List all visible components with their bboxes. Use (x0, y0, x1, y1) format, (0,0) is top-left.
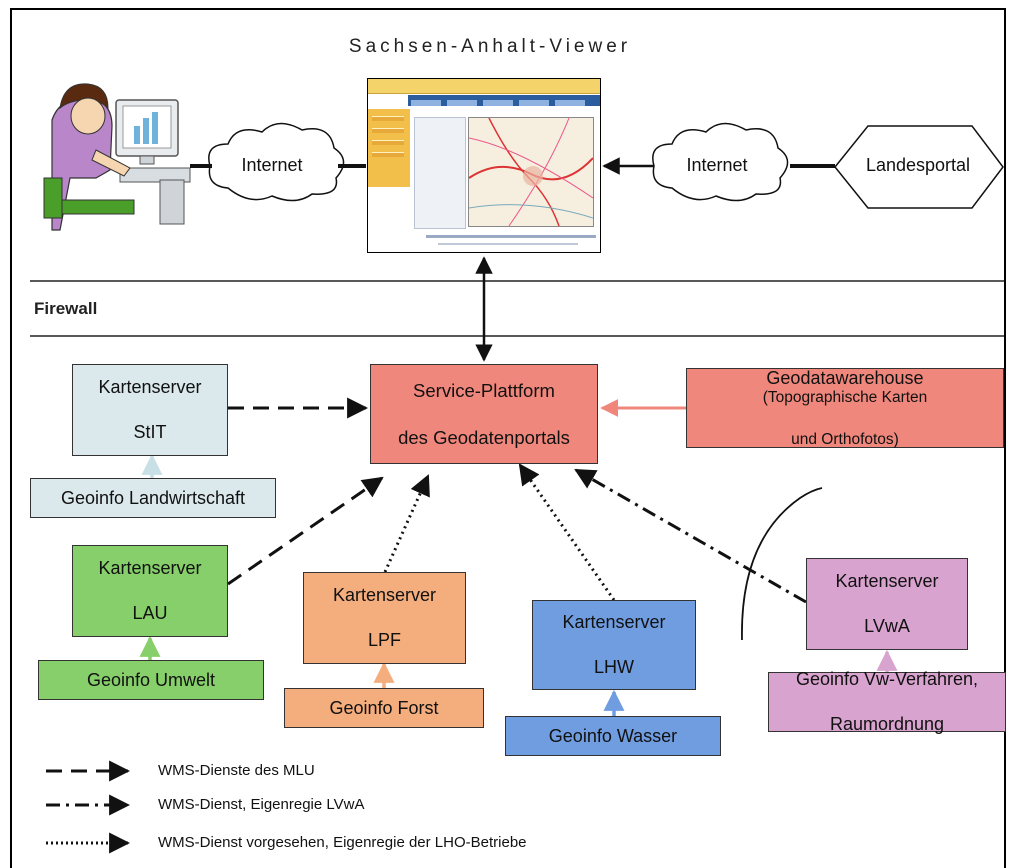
stit-line2: StIT (133, 422, 167, 443)
edge-lvwa-service (574, 468, 807, 604)
geoinfo-vwverfahren-node: Geoinfo Vw-Verfahren, Raumordnung (768, 669, 1006, 735)
lhw-line1: Kartenserver (562, 612, 666, 633)
geoinfo-wasser-node: Geoinfo Wasser (505, 716, 721, 756)
lpf-line2: LPF (367, 630, 401, 651)
service-platform-node: Service-Plattform des Geodatenportals (370, 364, 598, 464)
legend-label-dotted: WMS-Dienst vorgesehen, Eigenregie der LH… (158, 834, 527, 851)
boundary-curve (741, 487, 823, 641)
geodata-line2: (Topographische Karten (762, 389, 928, 407)
lhw-line2: LHW (593, 657, 634, 678)
geoinfo-forst-node: Geoinfo Forst (284, 688, 484, 728)
wasser-label: Geoinfo Wasser (548, 725, 678, 746)
landesportal-hexagon (834, 125, 1004, 209)
vwverfahren-line2: Raumordnung (829, 714, 945, 735)
user-computer-icon (43, 83, 191, 231)
stit-line1: Kartenserver (98, 377, 202, 398)
viewer-header-bar (368, 79, 600, 94)
kartenserver-lau-node: Kartenserver LAU (72, 545, 228, 637)
kartenserver-lhw-node: Kartenserver LHW (532, 600, 696, 690)
vwverfahren-line1: Geoinfo Vw-Verfahren, (795, 669, 979, 690)
viewer-sidebar (368, 109, 410, 187)
internet-label-right: Internet (686, 155, 748, 175)
viewer-layer-panel (414, 117, 466, 229)
service-line1: Service-Plattform (413, 380, 555, 402)
geodata-line1: Geodatawarehouse (766, 367, 924, 388)
viewer-footer-line (426, 235, 596, 238)
viewer-nav-bar (408, 95, 600, 106)
forst-label: Geoinfo Forst (329, 697, 439, 718)
lau-line2: LAU (132, 603, 168, 624)
internet-label-left: Internet (241, 155, 303, 175)
lau-line1: Kartenserver (98, 558, 202, 579)
diagram-title: Sachsen-Anhalt-Viewer (348, 36, 632, 57)
geoinfo-landwirtschaft-node: Geoinfo Landwirtschaft (30, 478, 276, 518)
lpf-line1: Kartenserver (332, 585, 437, 606)
viewer-map (468, 117, 594, 227)
service-line2: des Geodatenportals (398, 426, 570, 448)
internet-cloud-right (652, 122, 789, 202)
diagram-frame (10, 8, 1006, 868)
geodata-line3: und Orthofotos) (791, 430, 899, 448)
viewer-screenshot (367, 78, 601, 253)
geoinfo-umwelt-node: Geoinfo Umwelt (38, 660, 264, 700)
lvwa-line1: Kartenserver (835, 571, 939, 592)
legend-label-dashdot: WMS-Dienst, Eigenregie LVwA (158, 796, 365, 813)
landwirtschaft-label: Geoinfo Landwirtschaft (60, 487, 246, 508)
edge-lau-service (227, 476, 384, 586)
kartenserver-lvwa-node: Kartenserver LVwA (806, 558, 968, 650)
lvwa-line2: LVwA (864, 616, 910, 637)
geodatawarehouse-node: Geodatawarehouse (Topographische Karten … (686, 368, 1004, 448)
umwelt-label: Geoinfo Umwelt (86, 669, 216, 690)
landesportal-label: Landesportal (865, 155, 971, 175)
firewall-label: Firewall (34, 299, 98, 318)
kartenserver-lpf-node: Kartenserver LPF (303, 572, 466, 664)
legend-label-dashed: WMS-Dienste des MLU (158, 762, 315, 779)
edge-lpf-service (383, 474, 430, 573)
viewer-footer-line-2 (438, 243, 578, 245)
internet-cloud-left (208, 122, 345, 202)
kartenserver-stit-node: Kartenserver StIT (72, 364, 228, 456)
